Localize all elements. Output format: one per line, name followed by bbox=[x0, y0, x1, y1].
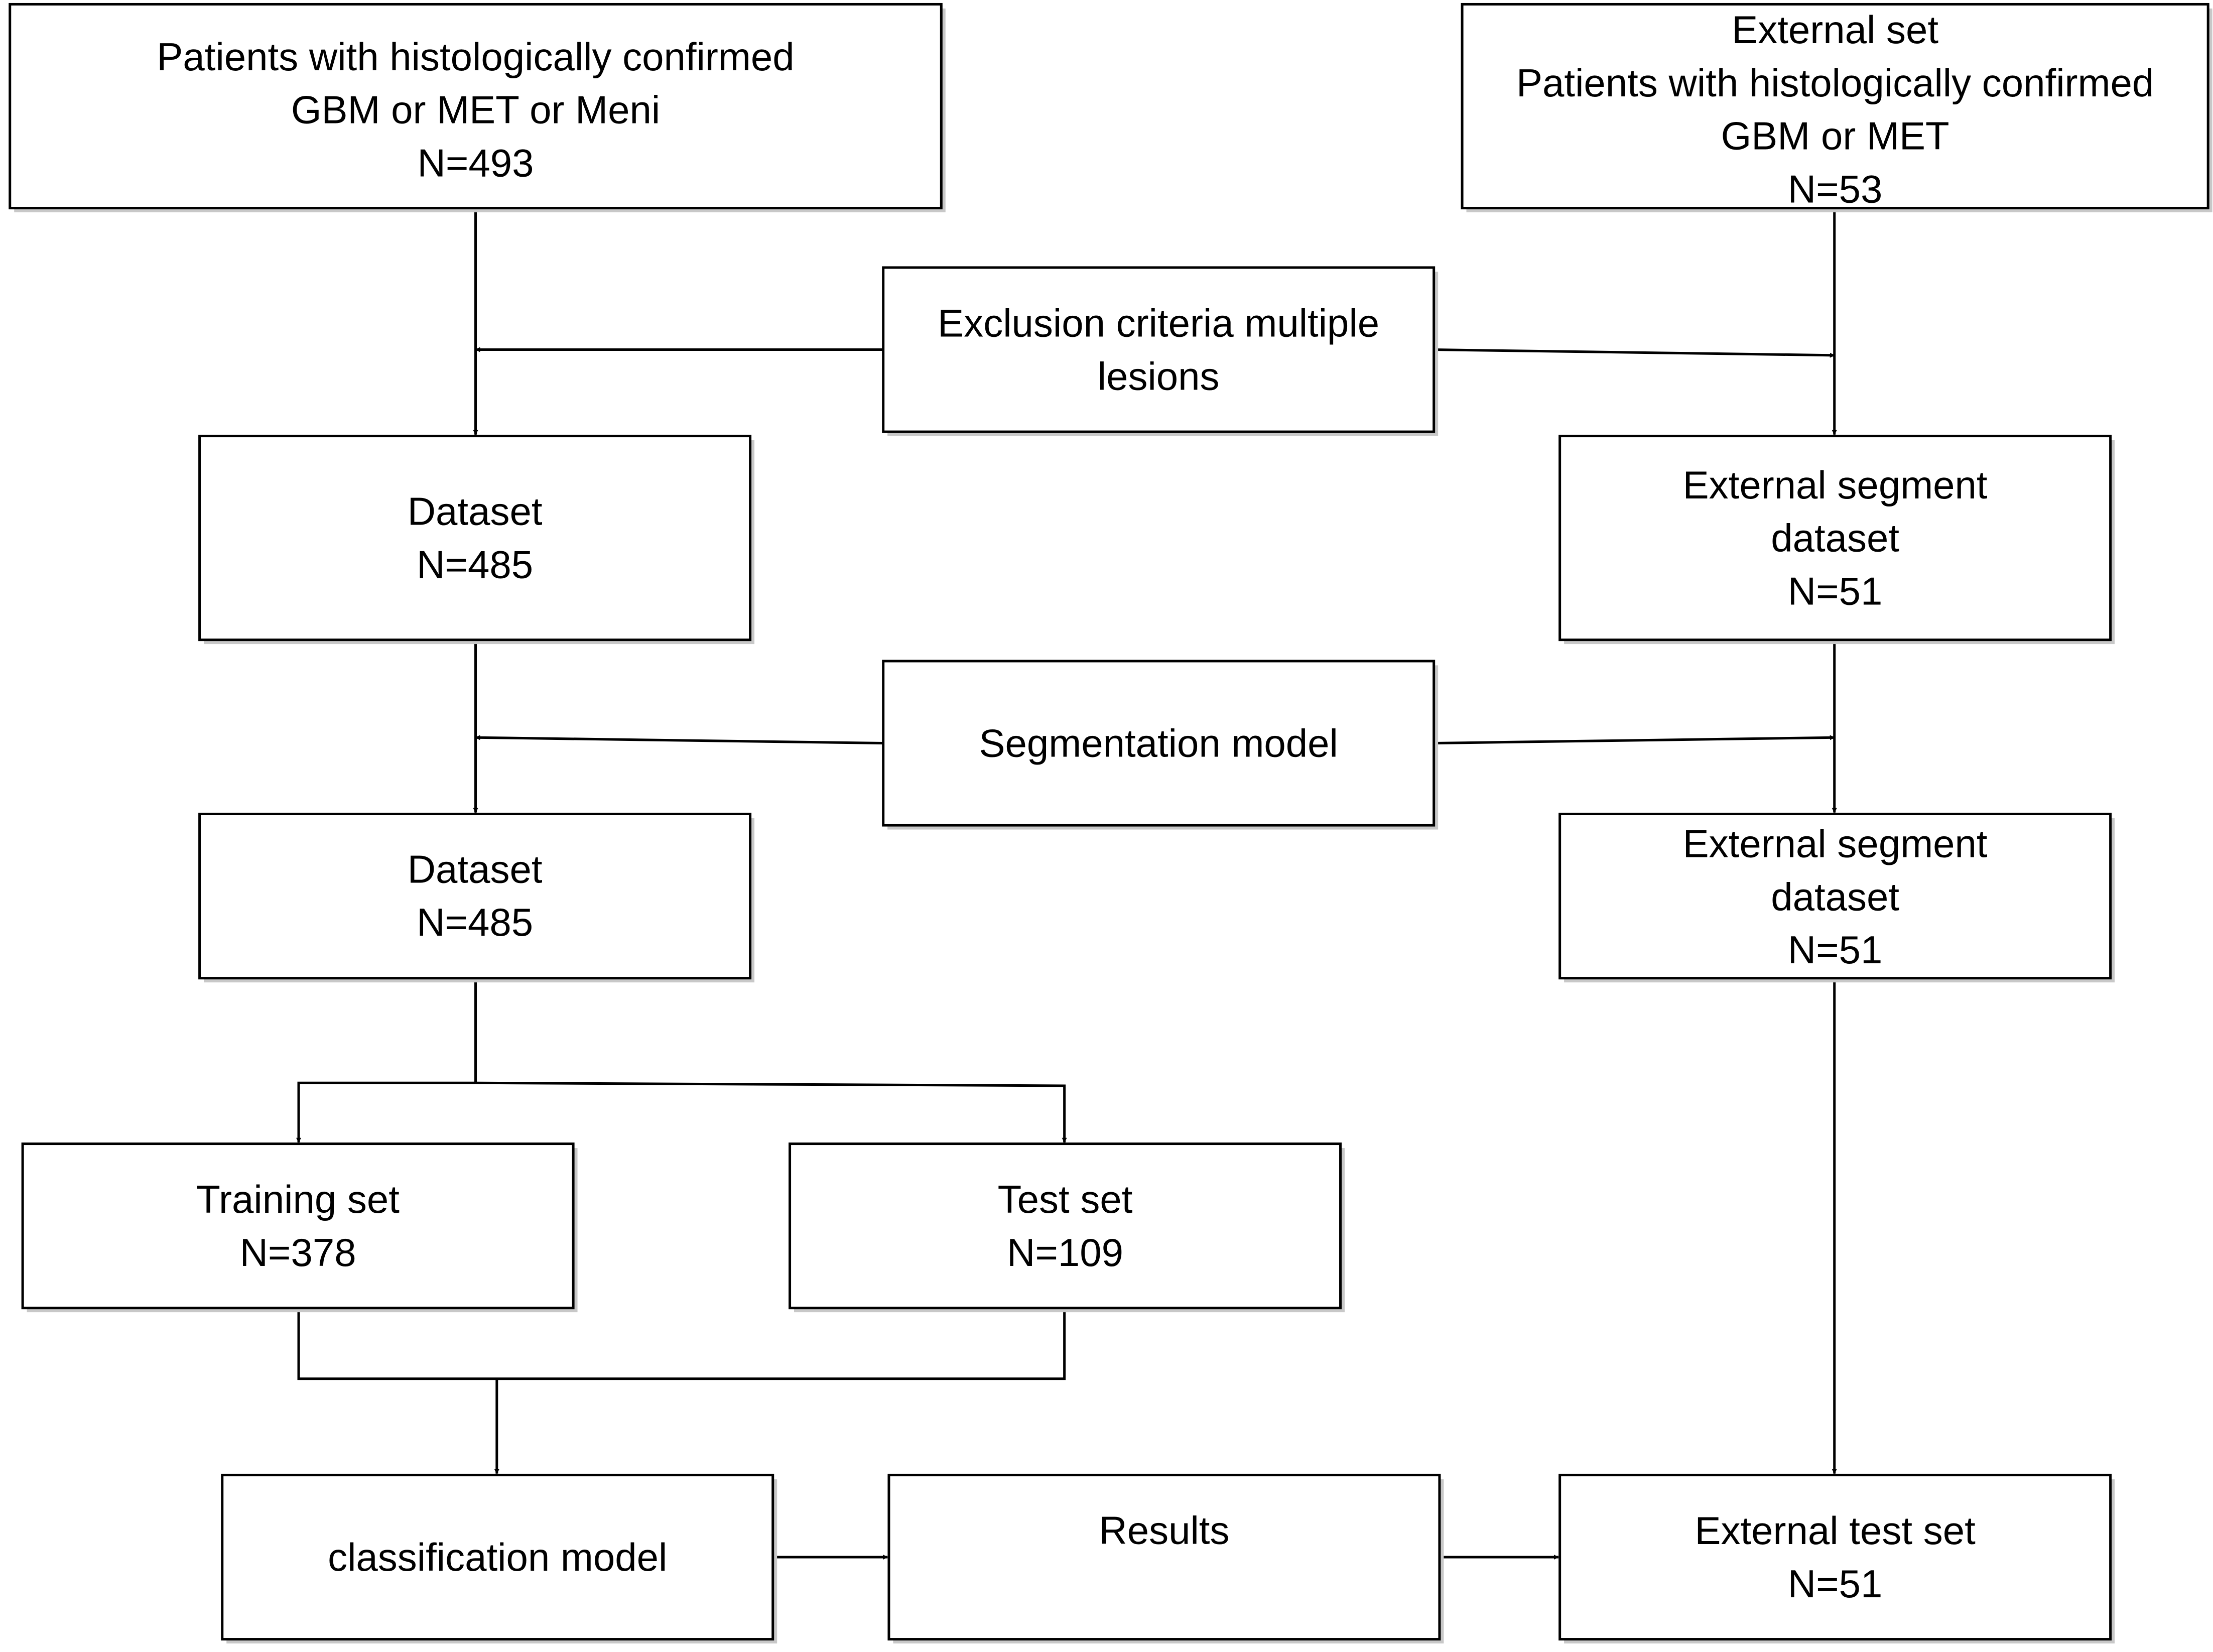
arrow-split-to-training bbox=[296, 1081, 476, 1143]
box-text-line: dataset bbox=[1771, 516, 1899, 560]
box-text-line: N=53 bbox=[1788, 167, 1883, 211]
box-text-line: GBM or MET bbox=[1721, 114, 1949, 158]
box-text-line: Segmentation model bbox=[979, 721, 1338, 766]
box-text-line: N=485 bbox=[417, 900, 533, 944]
box-text-line: N=51 bbox=[1788, 569, 1883, 613]
classification-model-box: classification model bbox=[221, 1473, 777, 1644]
arrow-segmentation-to-right bbox=[1434, 735, 1835, 744]
box-text-line: Patients with histologically confirmed bbox=[157, 35, 794, 79]
box-text-line: Dataset bbox=[408, 489, 543, 534]
box-text-line: External test set bbox=[1695, 1508, 1976, 1553]
box-outline bbox=[1558, 435, 2112, 642]
box-outline bbox=[882, 660, 1436, 827]
box-layer: Patients with histologically confirmedGB… bbox=[9, 3, 2212, 1644]
arrow-exclusion-to-right bbox=[1434, 348, 1835, 358]
arrow-split-to-test bbox=[475, 1081, 1067, 1143]
arrow-segmentation-to-left bbox=[475, 735, 883, 744]
box-outline bbox=[882, 266, 1436, 433]
box-text-line: N=378 bbox=[240, 1230, 356, 1275]
box-outline bbox=[198, 813, 752, 980]
box-outline bbox=[1461, 3, 2209, 210]
box-outline bbox=[198, 435, 752, 642]
box-outline bbox=[9, 3, 943, 210]
box-text-line: N=485 bbox=[417, 542, 533, 586]
box-text-line: Results bbox=[1099, 1508, 1229, 1552]
box-outline bbox=[221, 1473, 774, 1641]
box-text-line: Test set bbox=[998, 1177, 1133, 1221]
box-text-line: N=109 bbox=[1007, 1230, 1123, 1275]
box-text-line: Training set bbox=[196, 1177, 400, 1221]
box-text-line: External segment bbox=[1683, 822, 1988, 866]
box-text-line: GBM or MET or Meni bbox=[291, 88, 660, 132]
box-text-line: External set bbox=[1732, 8, 1938, 52]
line-training-test-merge bbox=[297, 1308, 1066, 1380]
box-text-line: classification model bbox=[328, 1535, 667, 1579]
box-text-line: External segment bbox=[1683, 463, 1988, 507]
box-outline bbox=[789, 1142, 1342, 1310]
exclusion-criteria-box: Exclusion criteria multiple lesions bbox=[882, 266, 1439, 436]
box-text-line: Exclusion criteria multiple bbox=[938, 301, 1379, 345]
box-text-line: lesions bbox=[1098, 354, 1220, 398]
connector-layer bbox=[296, 208, 1837, 1560]
box-text-line: Patients with histologically confirmed bbox=[1516, 61, 2154, 105]
segmentation-model-box: Segmentation model bbox=[882, 660, 1439, 830]
box-text-line: Dataset bbox=[408, 847, 543, 891]
box-outline bbox=[1558, 813, 2112, 980]
box-outline bbox=[21, 1142, 575, 1310]
box-text-line: N=493 bbox=[418, 141, 534, 185]
box-text-line: N=51 bbox=[1788, 1562, 1883, 1606]
patients-box: Patients with histologically confirmedGB… bbox=[9, 3, 946, 212]
results-box: Results bbox=[887, 1473, 1444, 1644]
box-text-line: N=51 bbox=[1788, 928, 1883, 972]
box-text-line: dataset bbox=[1771, 874, 1899, 919]
box-outline bbox=[1558, 1473, 2112, 1641]
box-outline bbox=[887, 1473, 1441, 1641]
